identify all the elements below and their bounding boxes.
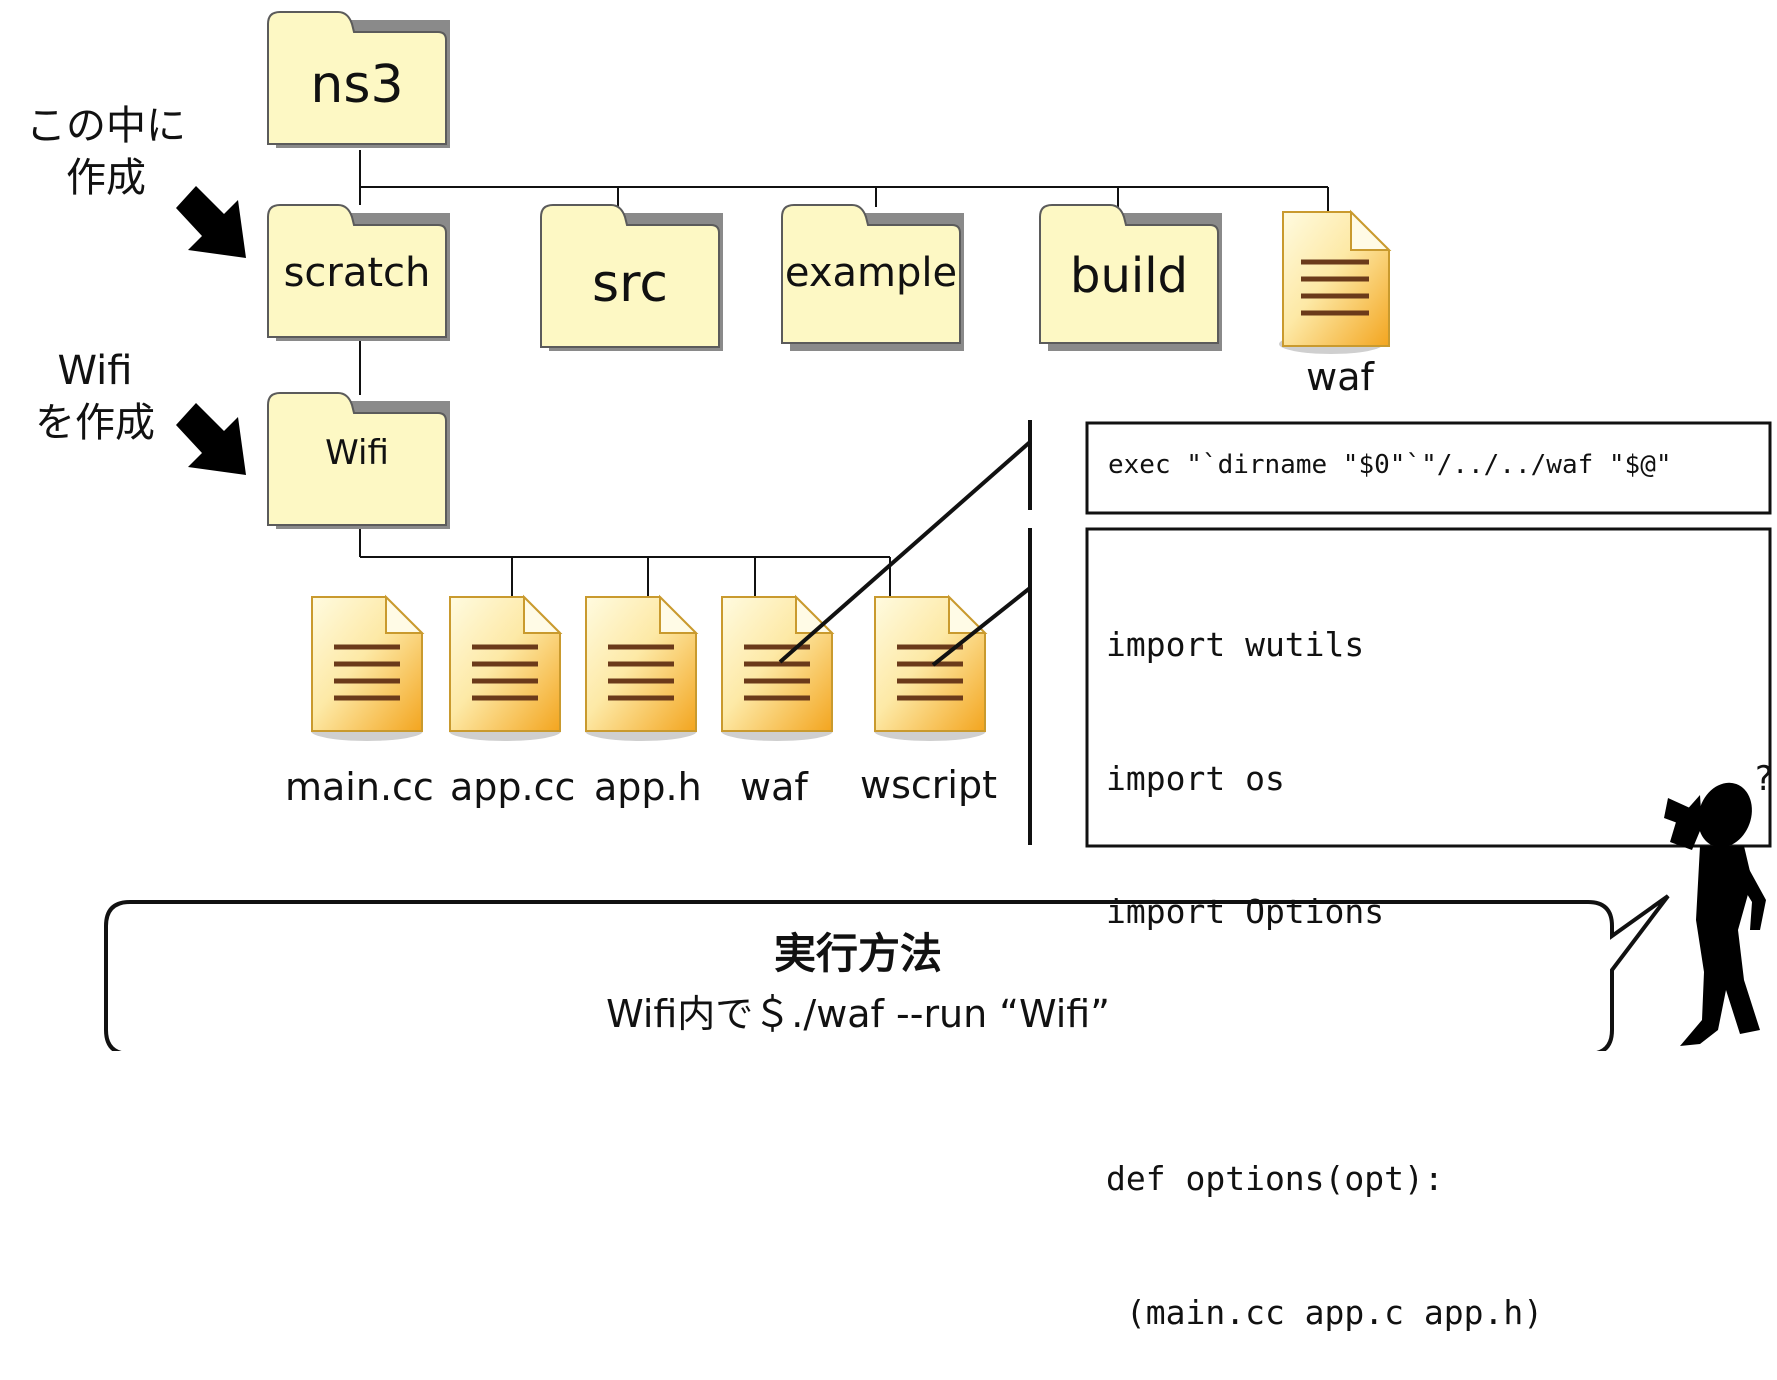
file-label-root-waf: waf: [1306, 355, 1374, 399]
code-waf: exec "`dirname "$0"`"/../../waf "$@": [1108, 450, 1672, 480]
document-icon: [874, 594, 988, 741]
document-icon: [311, 594, 425, 741]
pointer-line: [778, 440, 1032, 664]
folder-label-scratch: scratch: [283, 250, 431, 296]
folder-example: [781, 204, 964, 351]
side-label-create-wifi: Wifi を作成: [10, 345, 180, 449]
file-label-app-h: app.h: [594, 765, 702, 809]
document-icon: [721, 594, 835, 741]
pointer-line: [931, 586, 1032, 667]
thinking-figure-icon: ?: [1664, 759, 1773, 1046]
folder-ns3: [267, 11, 450, 148]
code-box-waf: [1085, 421, 1772, 515]
code-line: (main.cc app.c app.h): [1106, 1292, 1544, 1332]
folder-label-wifi: Wifi: [325, 433, 389, 473]
file-label-waf: waf: [740, 765, 808, 809]
document-icon: [449, 594, 563, 741]
folder-label-ns3: ns3: [310, 55, 404, 115]
side-label-line: 作成: [66, 155, 146, 201]
code-line: def options(opt):: [1106, 1159, 1444, 1198]
folder-build: [1039, 204, 1222, 351]
document-icon: [585, 594, 699, 741]
code-line: import wutils: [1106, 625, 1365, 664]
code-line: import Options: [1106, 892, 1385, 931]
code-box-wscript: [1085, 527, 1772, 848]
side-label-line: Wifi: [57, 348, 133, 394]
side-label-create-inside: この中に 作成: [6, 100, 206, 204]
tree-connectors: [359, 150, 1329, 597]
svg-text:?: ?: [1755, 759, 1773, 799]
file-label-app-cc: app.cc: [450, 765, 576, 809]
side-label-line: を作成: [35, 400, 155, 446]
bubble-command: Wifi内で＄./waf --run “Wifi”: [606, 992, 1110, 1036]
folder-label-src: src: [592, 254, 668, 314]
folder-scratch: [267, 204, 450, 341]
folder-label-example: example: [784, 250, 958, 296]
folder-label-build: build: [1069, 248, 1189, 304]
document-icon: [1279, 209, 1392, 354]
speech-bubble: [104, 894, 1670, 1051]
arrow-icon: [176, 403, 246, 475]
bubble-title: 実行方法: [773, 929, 942, 978]
folder-src: [540, 204, 723, 351]
file-label-main-cc: main.cc: [285, 765, 434, 809]
arrow-icon: [176, 186, 246, 258]
side-label-line: この中に: [26, 103, 186, 149]
folder-wifi: [267, 392, 450, 529]
file-label-wscript: wscript: [860, 763, 997, 807]
directory-diagram: ?: [104, 11, 1773, 1051]
code-line: import os: [1106, 758, 1285, 798]
